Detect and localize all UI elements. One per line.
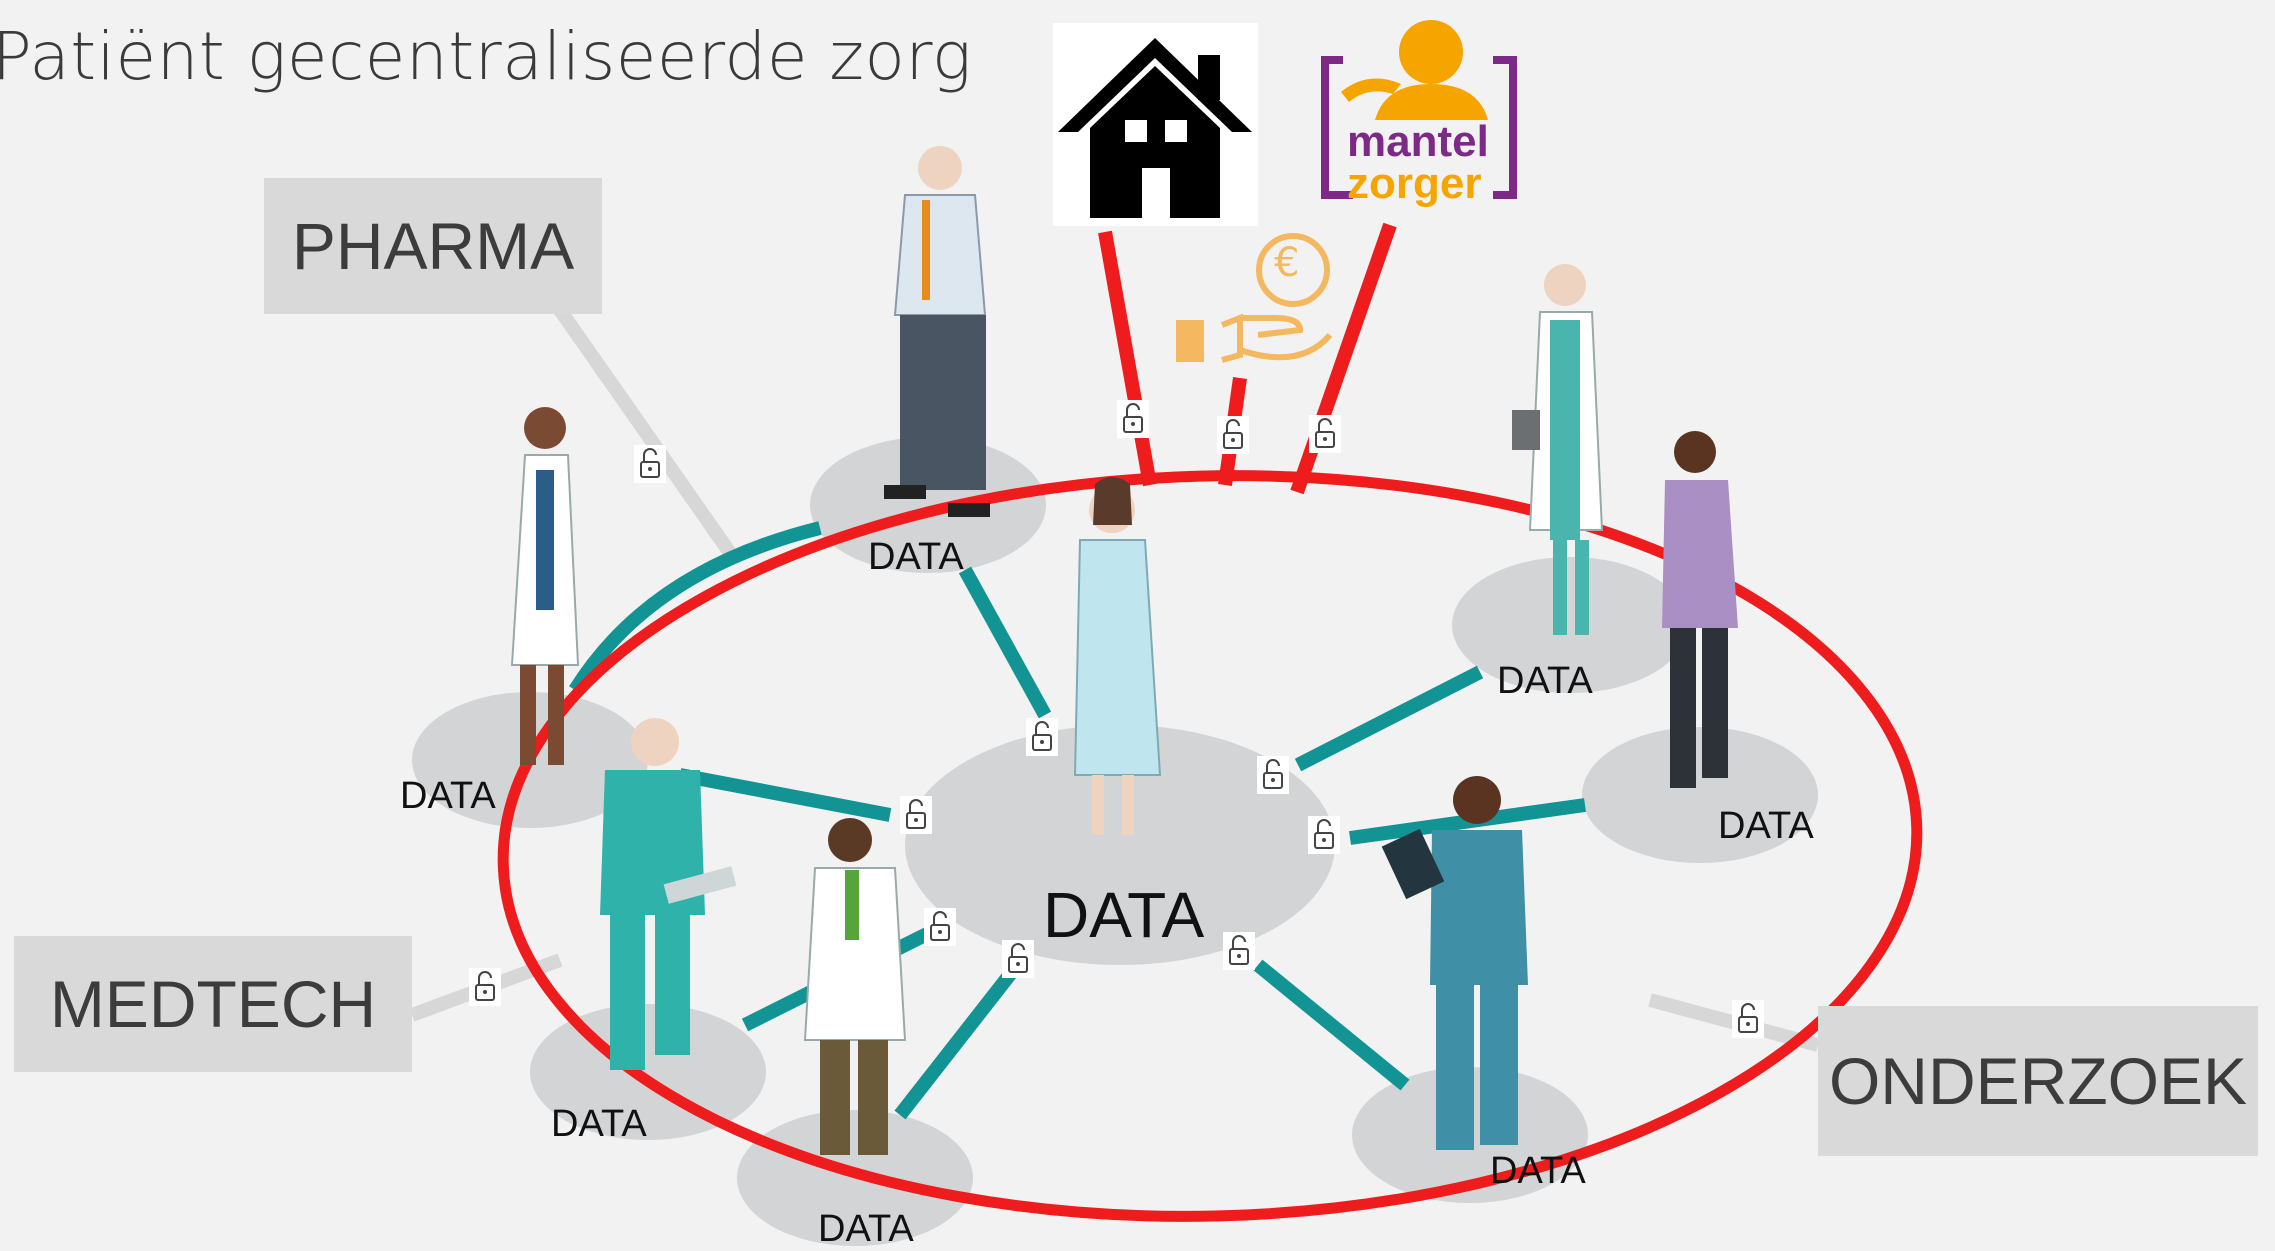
teal-link-bottom bbox=[894, 963, 1021, 1120]
person-nurse-tablet bbox=[1381, 776, 1528, 1150]
person-patient-center bbox=[1073, 477, 1162, 835]
lock-icon-bottom-left bbox=[923, 907, 957, 947]
slide-title: Patiënt gecentraliseerde zorg bbox=[0, 18, 973, 95]
node-ellipse-top bbox=[810, 437, 1046, 573]
person-woman-purple bbox=[1662, 431, 1738, 788]
euro-sign: € bbox=[1274, 240, 1300, 286]
teal-link-top-right bbox=[1294, 665, 1484, 772]
lock-icon-house bbox=[1116, 399, 1150, 439]
data-label-bottom: DATA bbox=[818, 1208, 914, 1250]
lock-icon-right bbox=[1307, 815, 1341, 855]
data-label-right: DATA bbox=[1718, 805, 1814, 847]
pharma-box: PHARMA bbox=[264, 178, 602, 314]
data-label-bottom-left: DATA bbox=[551, 1103, 647, 1145]
person-doctor-left bbox=[510, 407, 580, 765]
teal-link-left bbox=[678, 768, 892, 822]
patient-data-ring bbox=[497, 470, 1923, 1222]
lock-icon-bottom bbox=[1001, 939, 1035, 979]
center-ellipse bbox=[905, 725, 1335, 965]
euro-hand-icon bbox=[1176, 233, 1333, 363]
lock-icon-euro bbox=[1216, 415, 1250, 455]
medtech-box: MEDTECH bbox=[14, 936, 412, 1072]
node-ellipse-right bbox=[1582, 727, 1818, 863]
mantelzorger-logo-line1: mantel bbox=[1347, 117, 1489, 166]
node-ellipse-top-right bbox=[1452, 557, 1688, 693]
red-link-house bbox=[1098, 230, 1157, 487]
lock-icon-pharma bbox=[633, 444, 667, 484]
lock-icon-left bbox=[899, 795, 933, 835]
lock-icon-mantelzorger bbox=[1308, 414, 1342, 454]
teal-link-top bbox=[958, 566, 1052, 719]
lock-icon-medtech bbox=[468, 967, 502, 1007]
lock-icon-top bbox=[1025, 717, 1059, 757]
gray-connector-pharma bbox=[554, 305, 741, 565]
data-label-left: DATA bbox=[400, 775, 496, 817]
lock-icon-bottom-right bbox=[1222, 931, 1256, 971]
lock-icon-top-right bbox=[1256, 755, 1290, 795]
person-doctor-top-right bbox=[1512, 264, 1604, 635]
lock-icon-onderzoek bbox=[1731, 999, 1765, 1039]
mantelzorger-logo: mantel zorger bbox=[1313, 10, 1533, 210]
house-icon bbox=[1053, 23, 1258, 226]
data-label-top-right: DATA bbox=[1497, 660, 1593, 702]
data-label-bottom-right: DATA bbox=[1490, 1150, 1586, 1192]
person-nurse-green bbox=[600, 718, 737, 1070]
teal-link-bottom-right bbox=[1253, 959, 1410, 1091]
data-label-top: DATA bbox=[868, 536, 964, 578]
person-businessman bbox=[884, 146, 990, 517]
onderzoek-box: ONDERZOEK bbox=[1818, 1006, 2258, 1156]
teal-link-pharma bbox=[569, 521, 822, 694]
person-doctor-bottom bbox=[803, 818, 907, 1155]
mantelzorger-logo-line2: zorger bbox=[1347, 159, 1482, 208]
data-label-center: DATA bbox=[1043, 879, 1205, 951]
